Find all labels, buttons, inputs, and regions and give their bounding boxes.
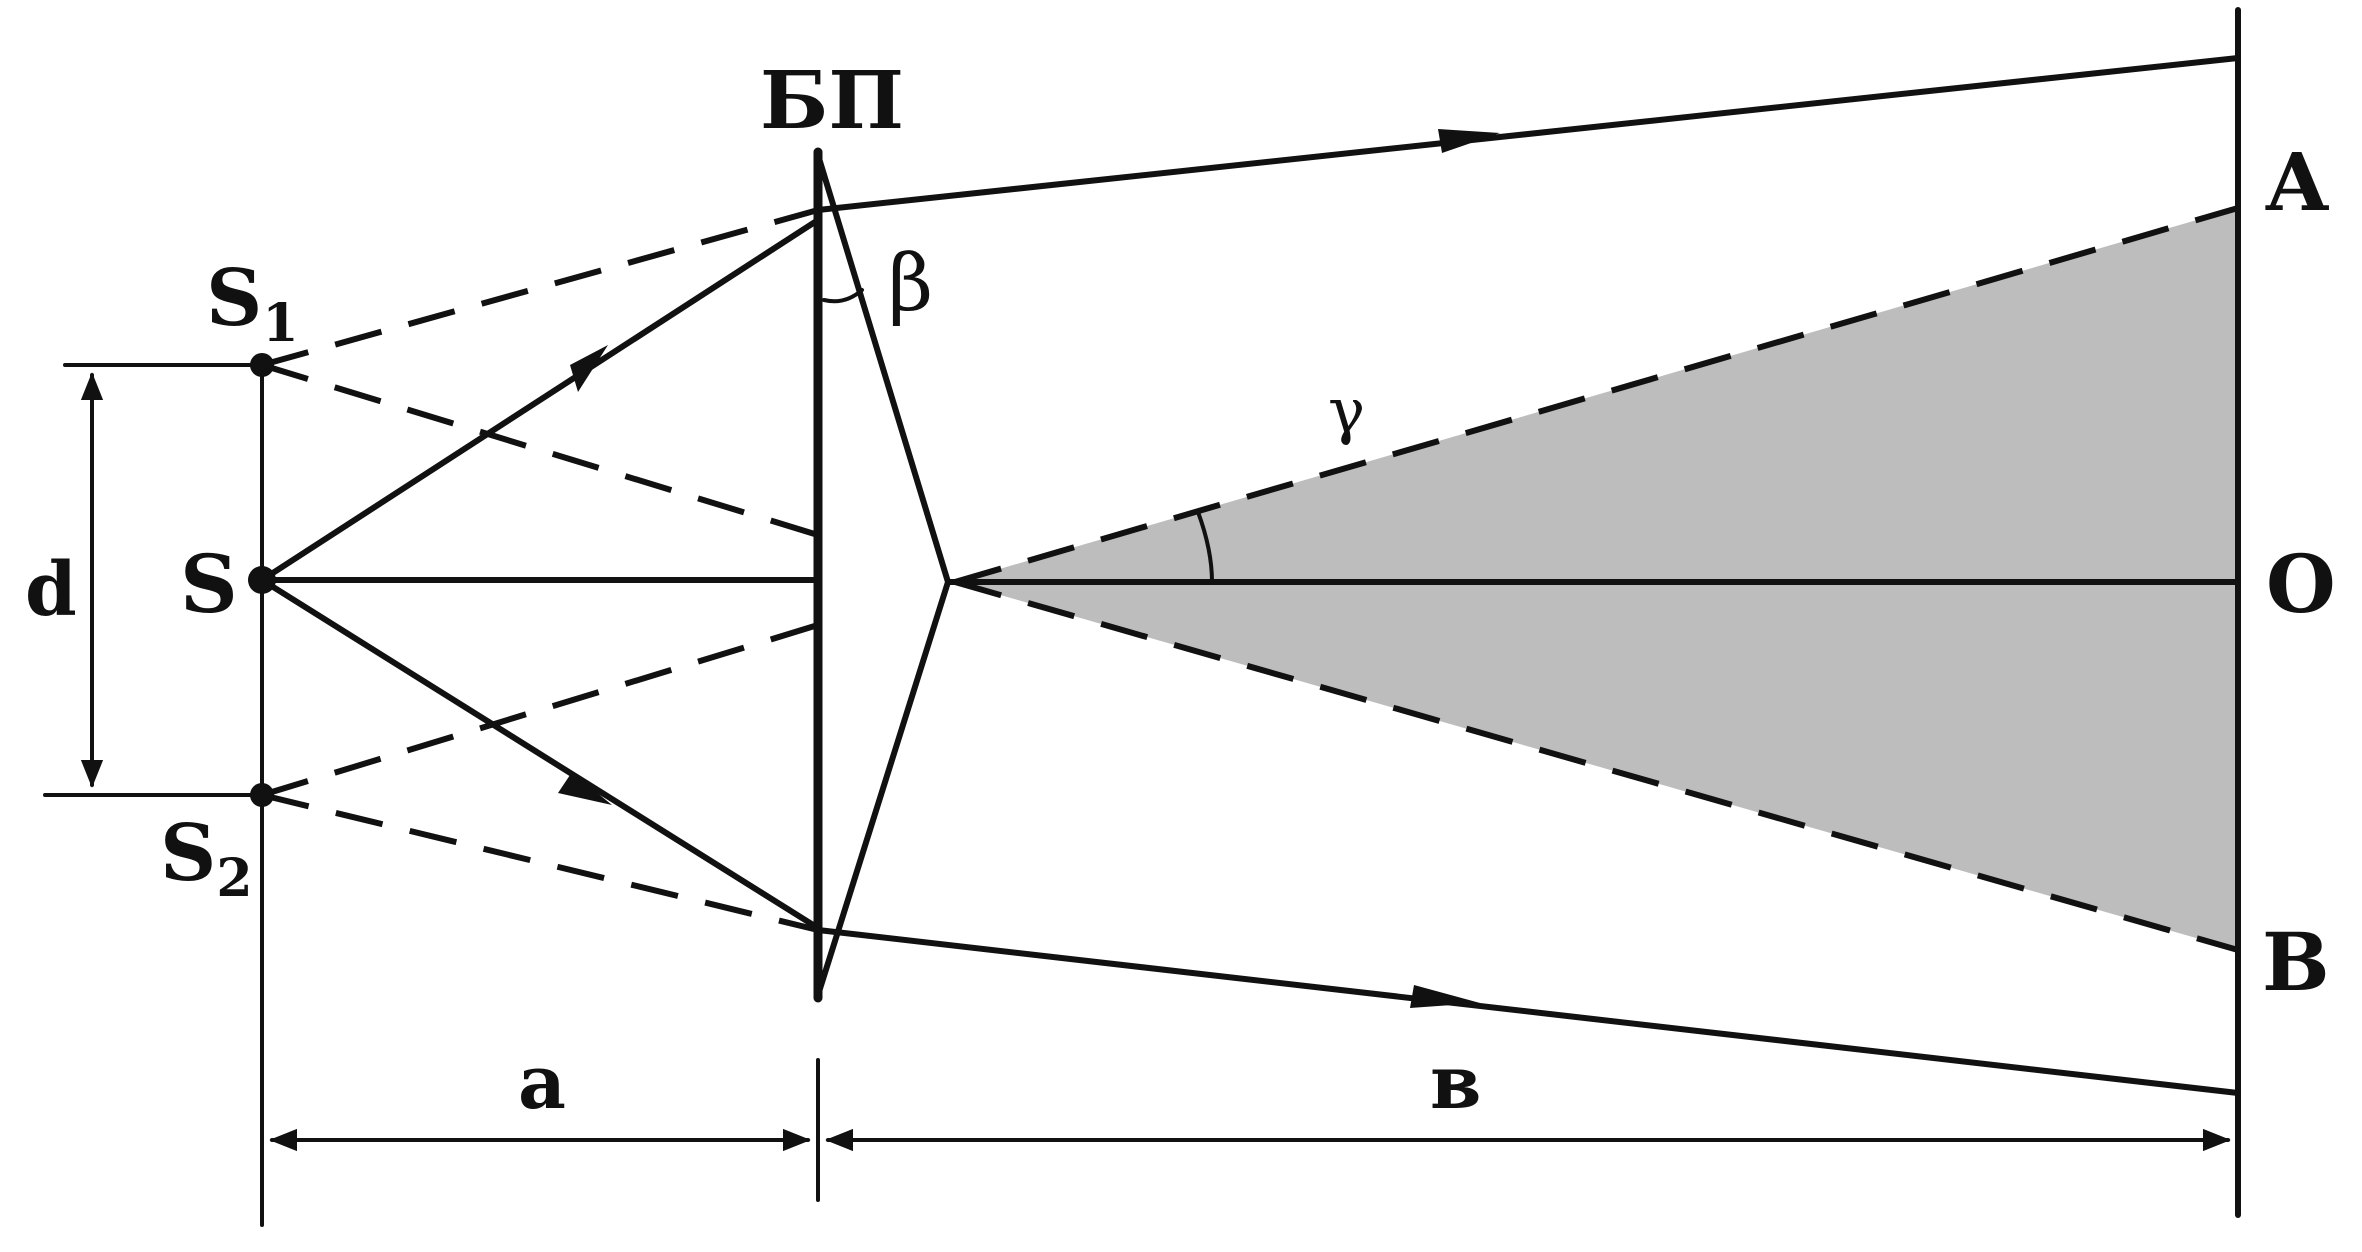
- label-point-a: A: [2265, 135, 2329, 229]
- dashed-s1-lower: [261, 362, 819, 538]
- label-s2: S2: [160, 808, 253, 909]
- label-point-o: O: [2266, 537, 2336, 631]
- label-source: S: [180, 537, 238, 631]
- label-s1: S1: [206, 253, 299, 354]
- label-d: d: [25, 547, 77, 633]
- source-s2-point: [250, 783, 274, 807]
- ray-lower-refracted: [815, 927, 2241, 1096]
- ray-upper-refracted: [815, 55, 2241, 213]
- label-b: в: [1430, 1040, 1481, 1126]
- source-s1-point: [250, 353, 274, 377]
- ray-s-lower: [259, 577, 821, 931]
- dashed-s2-upper: [261, 622, 819, 798]
- gamma-angle-arc: [1196, 510, 1214, 584]
- arrowhead-lower-refracted: [1410, 985, 1480, 1008]
- ray-s-upper: [259, 217, 821, 583]
- dashed-s2-bottom: [261, 792, 819, 933]
- label-gamma: γ: [1328, 374, 1365, 447]
- dashed-s1-top: [261, 207, 819, 368]
- source-s-point: [248, 566, 276, 594]
- arrowhead-upper-refracted: [1438, 129, 1500, 153]
- label-prism: БП: [760, 53, 904, 147]
- label-beta: β: [888, 239, 933, 329]
- label-a: a: [518, 1040, 566, 1126]
- arrowhead-ray-lower: [558, 772, 612, 805]
- arrowhead-ray-upper: [570, 345, 608, 392]
- beta-angle-arc: [822, 288, 864, 304]
- label-point-b: B: [2262, 915, 2330, 1009]
